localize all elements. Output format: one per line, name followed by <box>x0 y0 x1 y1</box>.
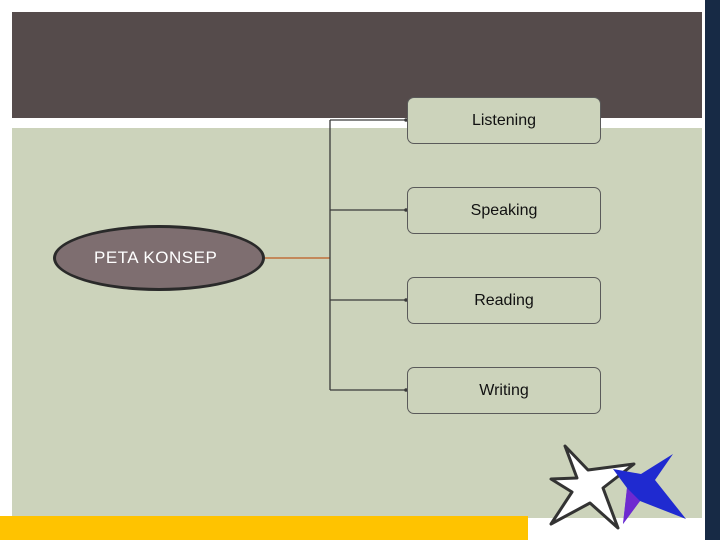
star-highlight-icon <box>623 488 640 524</box>
branch-dot-speaking <box>404 208 408 212</box>
concept-node-label: Listening <box>471 111 537 129</box>
concept-node-speaking: Speaking <box>407 187 601 234</box>
branch-dot-listening <box>404 118 408 122</box>
branch-dot-reading <box>404 298 408 302</box>
concept-node-writing: Writing <box>407 367 601 414</box>
root-concept-label: PETA KONSEP <box>94 248 218 267</box>
slide-accent-bar <box>0 516 528 540</box>
concept-node-listening: Listening <box>407 97 601 144</box>
branch-dot-writing <box>404 388 408 392</box>
concept-node-reading: Reading <box>407 277 601 324</box>
star-icon <box>549 444 686 530</box>
concept-node-label: Speaking <box>470 201 538 219</box>
slide-side-bar <box>705 0 720 540</box>
concept-node-label: Reading <box>474 291 534 309</box>
concept-node-label: Writing <box>479 381 529 399</box>
root-concept-node: PETA KONSEP <box>53 225 265 291</box>
outline-star-icon <box>549 444 636 530</box>
